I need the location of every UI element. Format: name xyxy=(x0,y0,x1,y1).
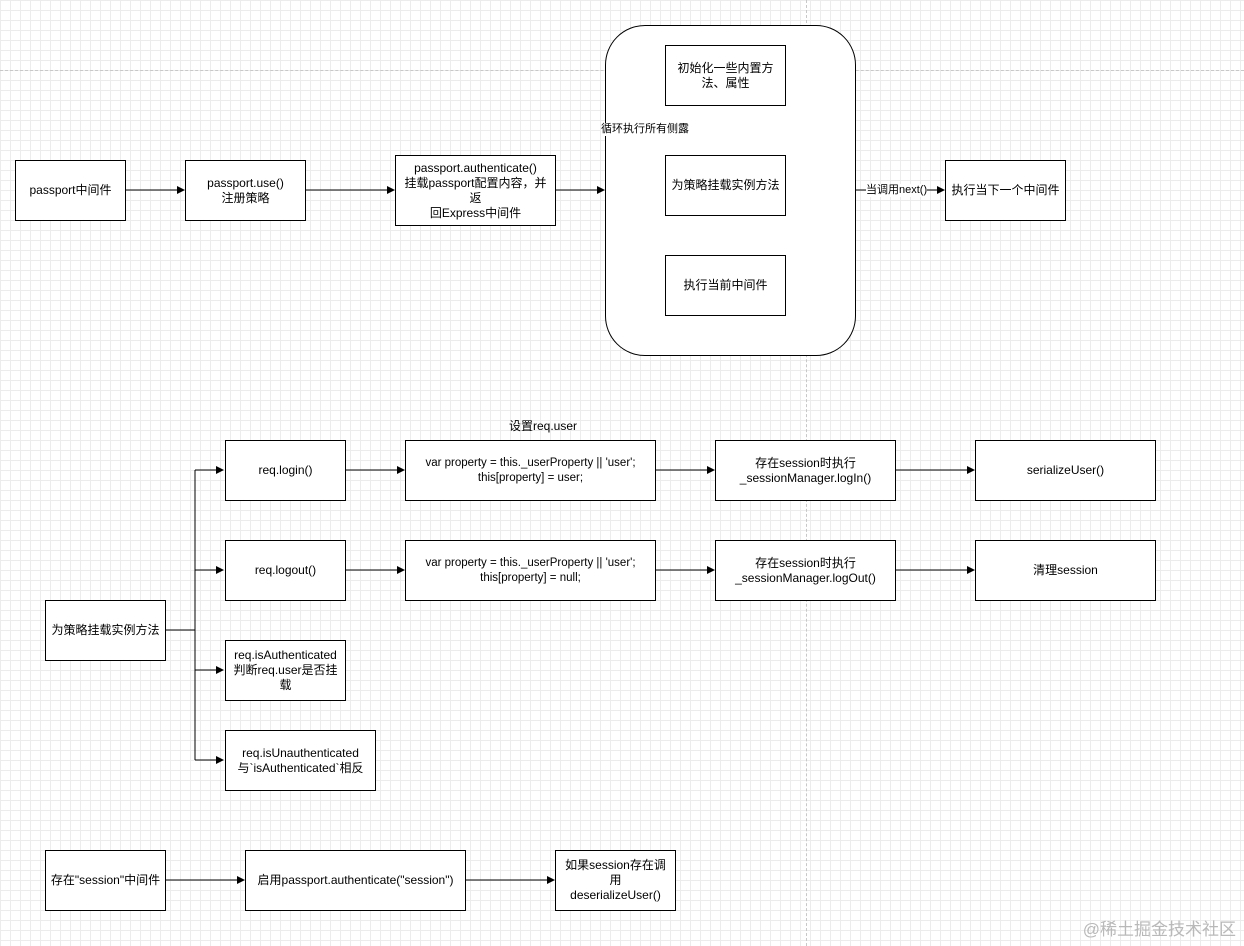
init-builtin-node: 初始化一些内置方 法、属性 xyxy=(665,45,786,106)
req-logout-node: req.logout() xyxy=(225,540,346,601)
set-req-user-label: 设置req.user xyxy=(509,419,578,433)
passport-use-node: passport.use() 注册策略 xyxy=(185,160,306,221)
passport-use-label: passport.use() 注册策略 xyxy=(207,175,284,205)
deserialize-user-label: 如果session存在调用 deserializeUser() xyxy=(565,858,666,902)
loop-edge-label: 循环执行所有侧露 xyxy=(601,123,689,136)
req-login-node: req.login() xyxy=(225,440,346,501)
watermark: @稀土掘金技术社区 xyxy=(1082,920,1236,939)
enable-authenticate-node: 启用passport.authenticate("session") xyxy=(245,850,466,911)
clear-session-label: 清理session xyxy=(1033,563,1098,577)
init-builtin-label: 初始化一些内置方 法、属性 xyxy=(677,60,774,90)
is-unauthenticated-node: req.isUnauthenticated 与`isAuthenticated`… xyxy=(225,730,376,791)
passport-authenticate-label: passport.authenticate() 挂载passport配置内容，并… xyxy=(404,160,547,220)
passport-middleware-node: passport中间件 xyxy=(15,160,126,221)
is-authenticated-node: req.isAuthenticated 判断req.user是否挂载 xyxy=(225,640,346,701)
logout-code-label: var property = this._userProperty || 'us… xyxy=(425,556,636,584)
mount-methods-label: 为策略挂载实例方法 xyxy=(51,623,160,637)
logout-code-node: var property = this._userProperty || 'us… xyxy=(405,540,656,601)
exec-next-middleware-node: 执行当下一个中间件 xyxy=(945,160,1066,221)
clear-session-node: 清理session xyxy=(975,540,1156,601)
next-edge-label: 当调用next() xyxy=(866,184,928,197)
logout-session-label: 存在session时执行 _sessionManager.logOut() xyxy=(735,555,876,585)
enable-authenticate-label: 启用passport.authenticate("session") xyxy=(257,873,454,887)
is-unauthenticated-label: req.isUnauthenticated 与`isAuthenticated`… xyxy=(237,745,364,775)
logout-session-node: 存在session时执行 _sessionManager.logOut() xyxy=(715,540,896,601)
passport-middleware-label: passport中间件 xyxy=(29,183,112,197)
exec-current-middleware-label: 执行当前中间件 xyxy=(683,278,768,292)
exec-next-middleware-label: 执行当下一个中间件 xyxy=(951,183,1060,197)
exec-current-middleware-node: 执行当前中间件 xyxy=(665,255,786,316)
passport-authenticate-node: passport.authenticate() 挂载passport配置内容，并… xyxy=(395,155,556,226)
req-login-label: req.login() xyxy=(258,463,313,477)
serialize-user-label: serializeUser() xyxy=(1026,463,1105,477)
mount-strategy-methods-label: 为策略挂载实例方法 xyxy=(671,178,780,192)
login-session-label: 存在session时执行 _sessionManager.logIn() xyxy=(739,455,872,485)
login-session-node: 存在session时执行 _sessionManager.logIn() xyxy=(715,440,896,501)
login-code-label: var property = this._userProperty || 'us… xyxy=(425,456,636,484)
session-middleware-label: 存在"session"中间件 xyxy=(50,873,161,887)
is-authenticated-label: req.isAuthenticated 判断req.user是否挂载 xyxy=(233,648,338,692)
deserialize-user-node: 如果session存在调用 deserializeUser() xyxy=(555,850,676,911)
mount-methods-node: 为策略挂载实例方法 xyxy=(45,600,166,661)
req-logout-label: req.logout() xyxy=(254,563,317,577)
mount-strategy-methods-node: 为策略挂载实例方法 xyxy=(665,155,786,216)
serialize-user-node: serializeUser() xyxy=(975,440,1156,501)
login-code-node: var property = this._userProperty || 'us… xyxy=(405,440,656,501)
session-middleware-node: 存在"session"中间件 xyxy=(45,850,166,911)
